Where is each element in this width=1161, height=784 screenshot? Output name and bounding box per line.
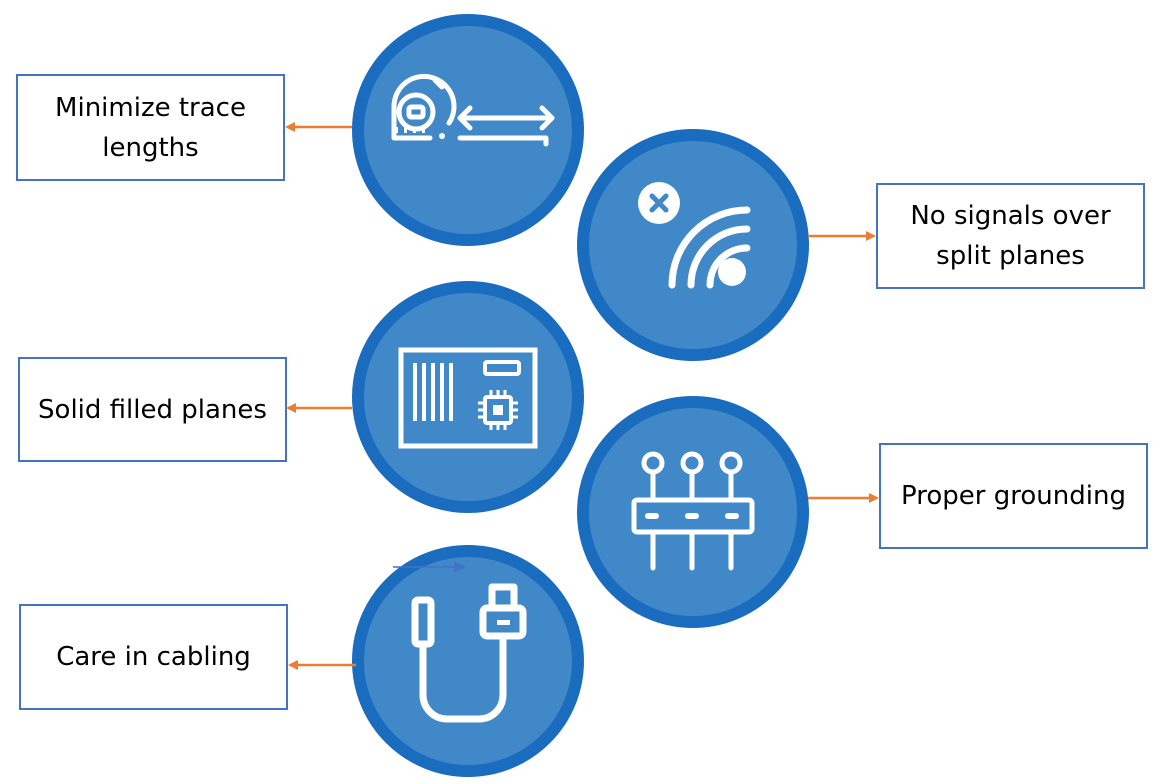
circle-cabling: [352, 545, 584, 777]
circle-grounding: [577, 396, 809, 628]
no-signal-icon: [638, 182, 751, 289]
circle-trace-lengths: [352, 14, 584, 246]
label-care-in-cabling: Care in cabling: [19, 604, 288, 710]
label-solid-filled-planes: Solid filled planes: [18, 357, 287, 462]
label-no-signals-over-split-planes: No signals over split planes: [876, 183, 1145, 289]
grounding-connector-icon: [631, 451, 755, 571]
label-proper-grounding: Proper grounding: [879, 443, 1148, 549]
measuring-tape-icon: [391, 73, 555, 147]
circle-solid-planes: [352, 281, 584, 513]
circle-split-planes: [577, 129, 809, 361]
circuit-board-icon: [398, 347, 538, 449]
cable-icon: [411, 583, 527, 723]
label-minimize-trace-lengths: Minimize trace lengths: [16, 74, 285, 181]
